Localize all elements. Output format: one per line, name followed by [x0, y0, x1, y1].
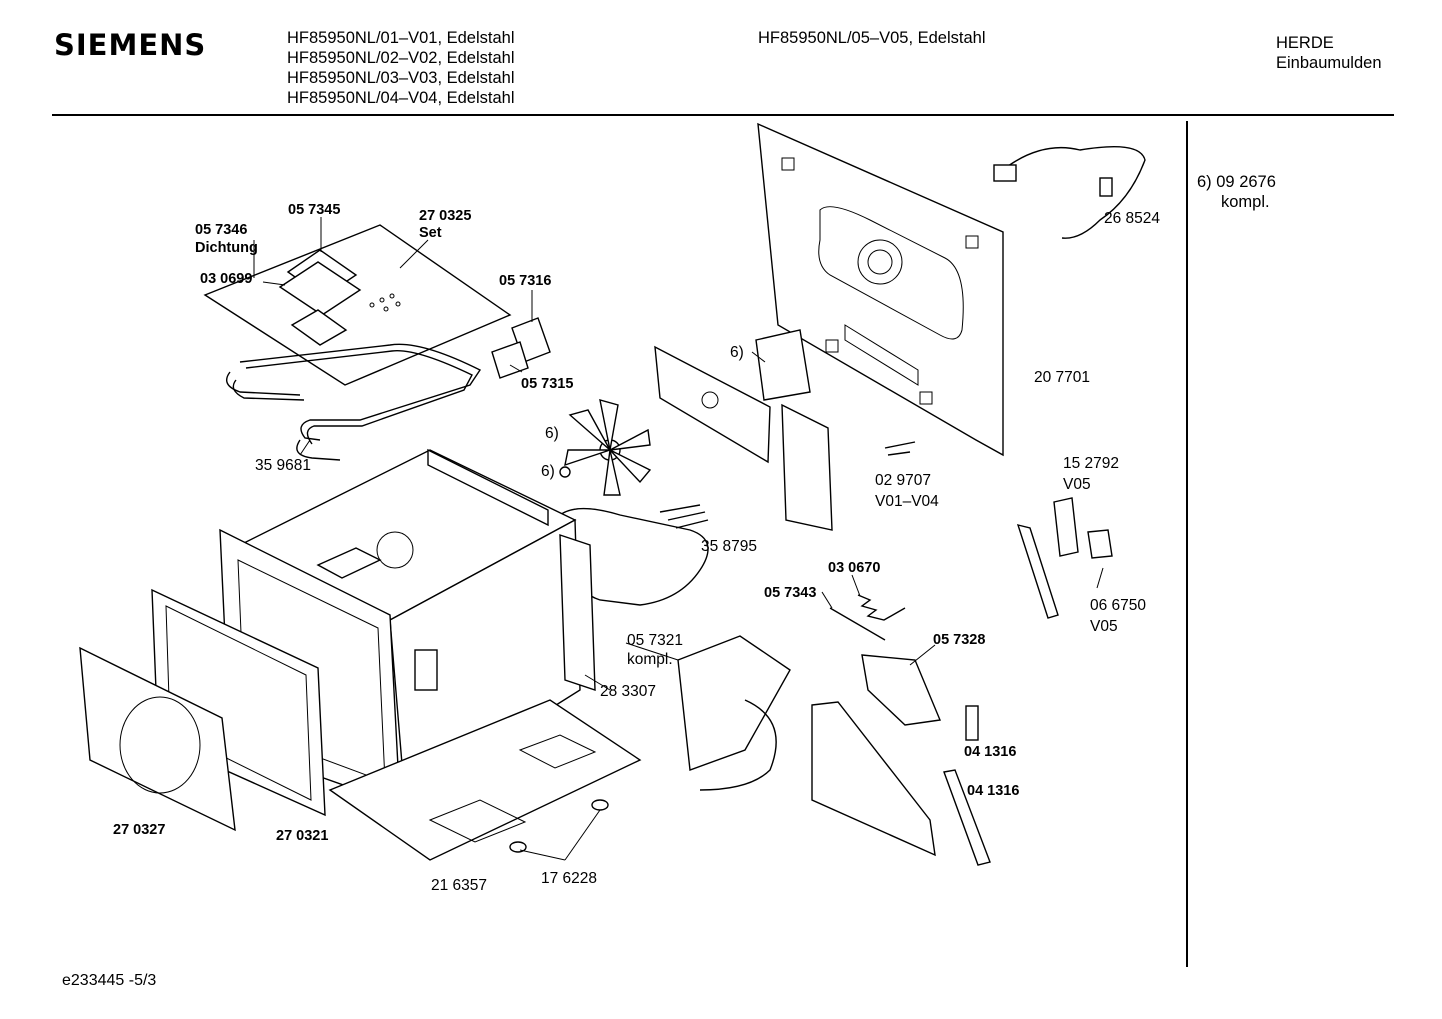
rod-057343 [829, 607, 886, 641]
latch-057328 [861, 654, 941, 726]
switch-152792 [1053, 497, 1079, 557]
part-label: 05 7315 [521, 376, 573, 392]
side-note: 6) 09 2676 kompl. [1197, 172, 1276, 212]
switch-066750 [1087, 529, 1113, 559]
cavity-side [389, 518, 581, 802]
part-label: 26 8524 [1104, 210, 1160, 227]
document-id: e233445 -5/3 [62, 972, 157, 989]
part-label: 27 0327 [113, 822, 165, 838]
cable-268524 [999, 145, 1146, 239]
fan-motor [755, 329, 811, 401]
part-label: kompl. [627, 651, 673, 668]
brand-logo: SIEMENS [54, 28, 207, 62]
part-label: V05 [1063, 476, 1091, 493]
part-label: Set [419, 225, 442, 241]
fan-nut [559, 466, 571, 478]
part-label: 05 7343 [764, 585, 816, 601]
rear-flange [427, 448, 549, 527]
part-label: 03 0670 [828, 560, 880, 576]
spring-030670 [857, 594, 906, 621]
top-plate-assembly [203, 224, 551, 461]
insulation-283307 [559, 534, 596, 691]
lamp-holder [414, 649, 438, 691]
part-label: 05 7328 [933, 632, 985, 648]
part-label: V01–V04 [875, 493, 939, 510]
part-label: 05 7321 [627, 632, 683, 649]
fan-grille [857, 239, 903, 285]
category-title: HERDE [1276, 34, 1334, 52]
part-label: 06 6750 [1090, 597, 1146, 614]
door-panel-270327 [79, 646, 236, 832]
part-label: V05 [1090, 618, 1118, 635]
leader-lines [253, 217, 1104, 861]
bracket-057315 [491, 341, 529, 379]
model-line: HF85950NL/01–V01, Edelstahl [287, 29, 515, 47]
side-cover-plate [811, 701, 936, 857]
part-label: 27 0325 [419, 208, 471, 224]
fan-bracket [654, 345, 771, 464]
fan-cover [818, 206, 964, 340]
side-note-part: 6) 09 2676 [1197, 173, 1276, 191]
category-subtitle: Einbaumulden [1276, 54, 1382, 72]
part-label: 28 3307 [600, 683, 656, 700]
part-label: 05 7316 [499, 273, 551, 289]
model-line: HF85950NL/04–V04, Edelstahl [287, 89, 515, 107]
side-note-kompl: kompl. [1221, 193, 1270, 211]
cable-plug [993, 164, 1017, 182]
foot-176228 [509, 841, 527, 853]
part-label: 35 8795 [701, 538, 757, 555]
part-labels: 05 7346 Dichtung 05 7345 27 0325 Set 03 … [113, 202, 1160, 894]
header-divider [52, 114, 1394, 116]
fan-wheel [559, 399, 652, 496]
rear-wall [757, 122, 1004, 457]
sidebar-divider [1186, 121, 1188, 967]
model-line: HF85950NL/03–V03, Edelstahl [287, 69, 515, 87]
back-panel [757, 122, 1004, 457]
part-label: 03 0699 [200, 271, 252, 287]
bottom-tray-216357 [328, 699, 642, 861]
cavity-vent-holes [376, 531, 414, 569]
part-label: 15 2792 [1063, 455, 1119, 472]
part-label: 6) [730, 344, 744, 361]
model-line-v05: HF85950NL/05–V05, Edelstahl [758, 29, 986, 47]
part-label: 04 1316 [967, 783, 1019, 799]
part-label: 20 7701 [1034, 369, 1090, 386]
category-block: HERDE Einbaumulden [1276, 33, 1382, 73]
part-label: 21 6357 [431, 877, 487, 894]
part-label: 17 6228 [541, 870, 597, 887]
part-label: 6) [545, 425, 559, 442]
model-line: HF85950NL/02–V02, Edelstahl [287, 49, 515, 67]
sensor-029707 [884, 441, 916, 456]
door-grille [119, 696, 201, 794]
part-label: Dichtung [195, 240, 258, 256]
seal-041316 [965, 705, 979, 741]
model-list: HF85950NL/01–V01, Edelstahl HF85950NL/02… [287, 28, 515, 108]
part-label: 05 7346 [195, 222, 247, 238]
part-label: 02 9707 [875, 472, 931, 489]
gasket-frame [278, 261, 362, 316]
seal-041316 [943, 769, 991, 866]
part-label: 04 1316 [964, 744, 1016, 760]
part-label: 6) [541, 463, 555, 480]
top-heating-element [226, 343, 482, 441]
part-label: 27 0321 [276, 828, 328, 844]
part-label: 05 7345 [288, 202, 340, 218]
lock-assembly-057321 [677, 635, 791, 771]
fan-support [781, 403, 833, 531]
plate-opening [290, 309, 348, 346]
switch-bracket [1016, 524, 1059, 619]
foot-176228 [591, 799, 609, 811]
part-label: 35 9681 [255, 457, 311, 474]
